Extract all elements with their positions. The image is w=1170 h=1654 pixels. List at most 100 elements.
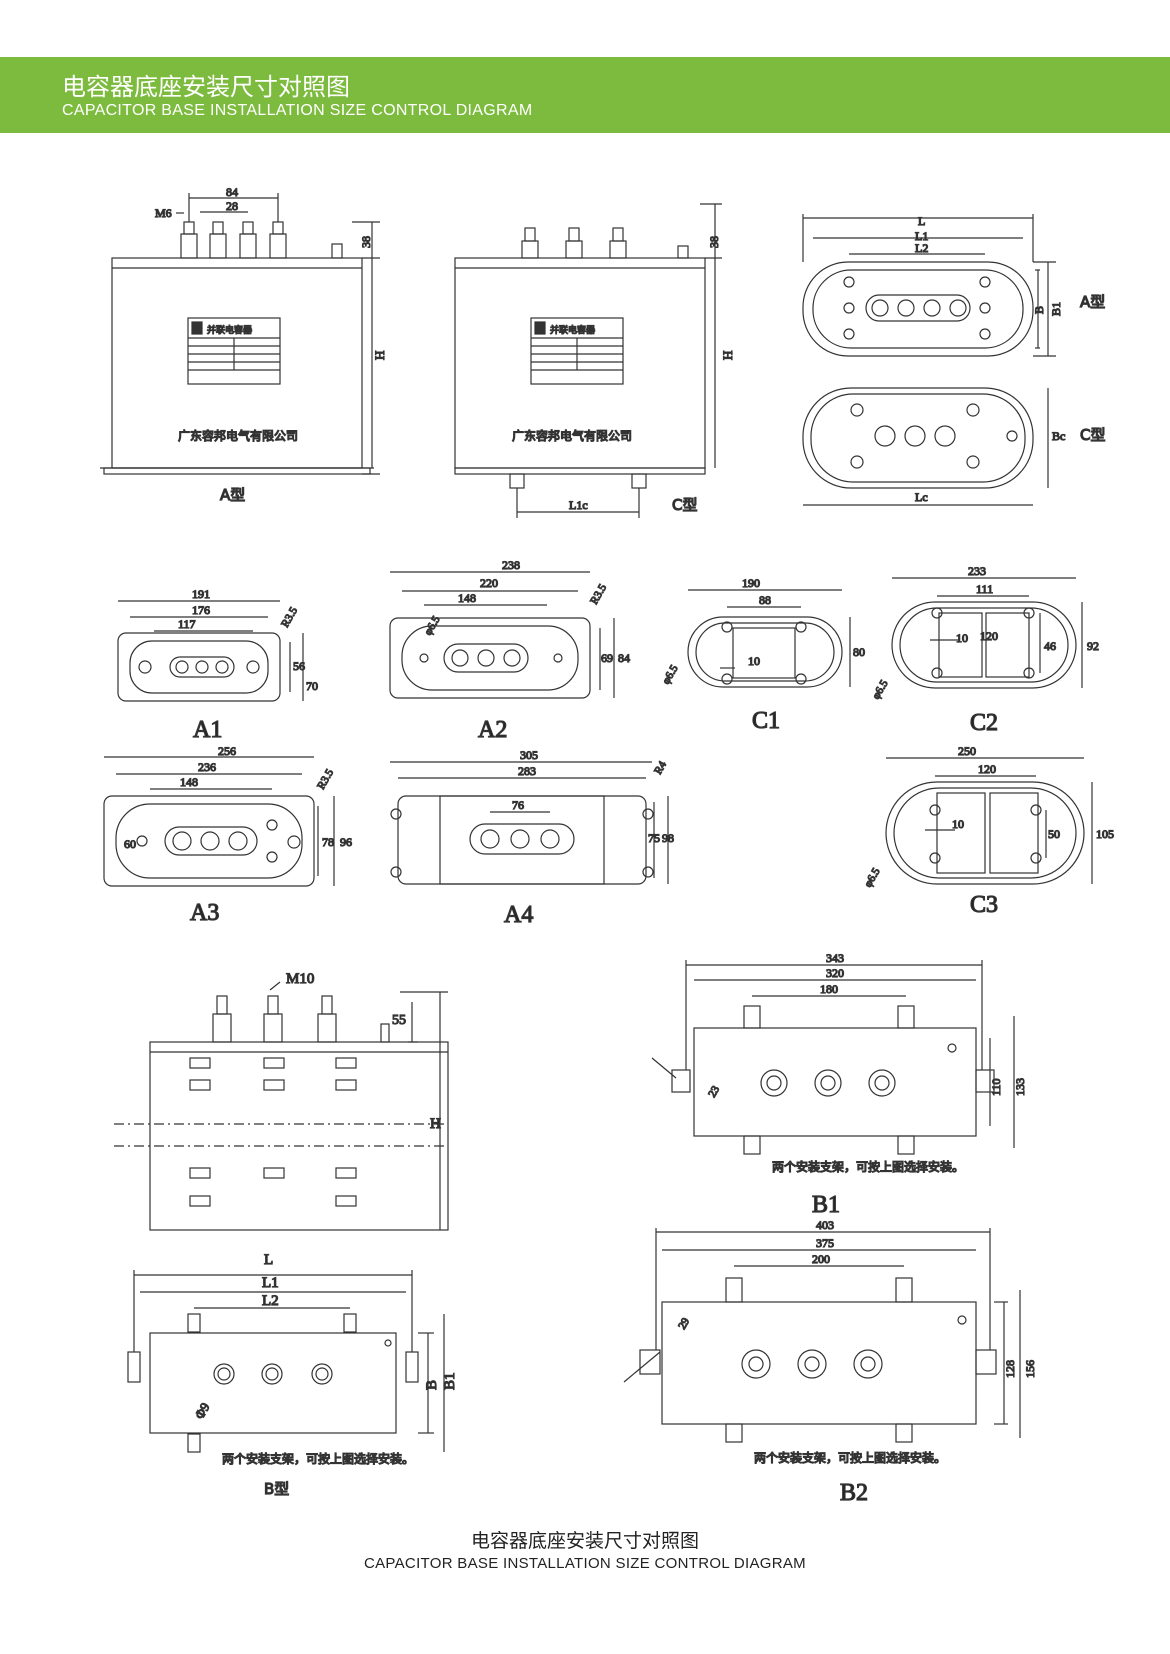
a2-220: 220 [480, 576, 498, 590]
dim-38-c: 38 [707, 236, 721, 248]
brand-label: 广东容邦电气有限公司 [178, 428, 298, 443]
a3-78: 78 [322, 835, 334, 849]
c2-label: C2 [970, 710, 998, 736]
footer-title-cn: 电容器底座安装尺寸对照图 [470, 1530, 699, 1552]
a4-98: 98 [662, 831, 674, 845]
a4-76: 76 [512, 798, 524, 812]
a-type-front-view [100, 193, 380, 475]
a4-label: A4 [504, 902, 533, 928]
a1-176: 176 [192, 603, 210, 617]
a3-236: 236 [198, 760, 216, 774]
c1-190: 190 [742, 576, 760, 590]
b1-133: 133 [1013, 1078, 1027, 1096]
bt-l: L [264, 1252, 273, 1268]
c2-120: 120 [980, 629, 998, 643]
c3-250: 250 [958, 744, 976, 758]
bt-b1: B1 [442, 1372, 458, 1390]
dim-b1: B1 [1049, 302, 1063, 316]
b-type-label: B型 [264, 1480, 289, 1498]
a4-305: 305 [520, 748, 538, 762]
b2-128: 128 [1003, 1360, 1017, 1378]
header-title-en: CAPACITOR BASE INSTALLATION SIZE CONTROL… [62, 102, 533, 119]
dim-l: L [918, 214, 925, 228]
a2-r: R3.5 [588, 582, 609, 607]
a2-148: 148 [458, 591, 476, 605]
a1-191: 191 [192, 587, 210, 601]
c1-88: 88 [759, 593, 771, 607]
a4-283: 283 [518, 764, 536, 778]
nameplate [187, 317, 281, 385]
bt-phi: Φ9 [192, 1400, 213, 1421]
c1-10: 10 [748, 654, 760, 668]
b-type-front-view [114, 981, 449, 1231]
a2-69: 69 [601, 651, 613, 665]
c2-phi: φ6.5 [870, 678, 891, 702]
c3-label: C3 [970, 892, 998, 918]
c2-46: 46 [1044, 639, 1056, 653]
brand-label-c: 广东容邦电气有限公司 [512, 428, 632, 443]
drawing-c3 [885, 757, 1093, 885]
b-type-top-view [127, 1270, 445, 1453]
c2-92: 92 [1087, 639, 1099, 653]
bt-note: 两个安装支架，可按上图选择安装。 [222, 1451, 414, 1466]
b1-110: 110 [989, 1078, 1003, 1096]
dim-h-c: H [720, 351, 735, 360]
terminal-bushings [180, 221, 343, 259]
a3-r: R3.5 [315, 767, 336, 792]
c3-phi: φ6.5 [862, 866, 883, 890]
dim-h: H [372, 351, 387, 360]
drawing-b2 [623, 1228, 1021, 1443]
b2-375: 375 [816, 1236, 834, 1250]
c1-label: C1 [752, 708, 780, 734]
a1-label: A1 [193, 717, 222, 743]
b2-label: B2 [840, 1480, 868, 1506]
drawing-a2 [389, 571, 615, 699]
b-55: 55 [392, 1013, 406, 1028]
dim-l1: L1 [915, 229, 928, 243]
a1-r: R3.5 [279, 605, 300, 630]
dim-bc: Bc [1052, 429, 1065, 443]
dim-m6: M6 [155, 206, 172, 220]
drawing-a3 [103, 756, 335, 887]
b2-note: 两个安装支架，可按上图选择安装。 [754, 1450, 946, 1465]
a-type-label: A型 [220, 486, 245, 504]
a1-70: 70 [306, 679, 318, 693]
a3-60: 60 [124, 837, 136, 851]
c2-10: 10 [956, 631, 968, 645]
dim-l1c: L1c [569, 498, 588, 512]
b2-403: 403 [816, 1218, 834, 1232]
b1-note: 两个安装支架，可按上图选择安装。 [772, 1159, 964, 1174]
drawing-c1 [687, 589, 851, 688]
plate-title-c: 并联电容器 [550, 324, 595, 336]
c3-105: 105 [1096, 827, 1114, 841]
bt-l2: L2 [262, 1293, 279, 1309]
drawing-b1 [651, 960, 1015, 1155]
bt-b: B [424, 1380, 440, 1390]
dim-l2: L2 [915, 241, 928, 255]
a2-84: 84 [618, 651, 630, 665]
a2-label: A2 [478, 717, 507, 743]
a1-117: 117 [178, 617, 196, 631]
a4-r: R4 [652, 759, 669, 777]
a3-256: 256 [218, 744, 236, 758]
bt-l1: L1 [262, 1275, 279, 1291]
dim-lc: Lc [915, 490, 928, 504]
a3-96: 96 [340, 835, 352, 849]
header-banner: 电容器底座安装尺寸对照图 CAPACITOR BASE INSTALLATION… [0, 57, 1170, 133]
c3-50: 50 [1048, 827, 1060, 841]
c3-10: 10 [952, 817, 964, 831]
plate-title: 并联电容器 [207, 324, 252, 336]
footer-title-en: CAPACITOR BASE INSTALLATION SIZE CONTROL… [364, 1555, 806, 1572]
a4-75: 75 [648, 831, 660, 845]
b1-320: 320 [826, 966, 844, 980]
b-h: H [430, 1116, 441, 1132]
a3-148: 148 [180, 775, 198, 789]
c-type-label: C型 [672, 496, 697, 514]
header-title-cn: 电容器底座安装尺寸对照图 [62, 73, 350, 101]
a1-56: 56 [293, 659, 305, 673]
dim-84: 84 [226, 185, 238, 199]
dim-38: 38 [359, 236, 373, 248]
top-c-type-label: C型 [1080, 426, 1105, 444]
a2-238: 238 [502, 558, 520, 572]
